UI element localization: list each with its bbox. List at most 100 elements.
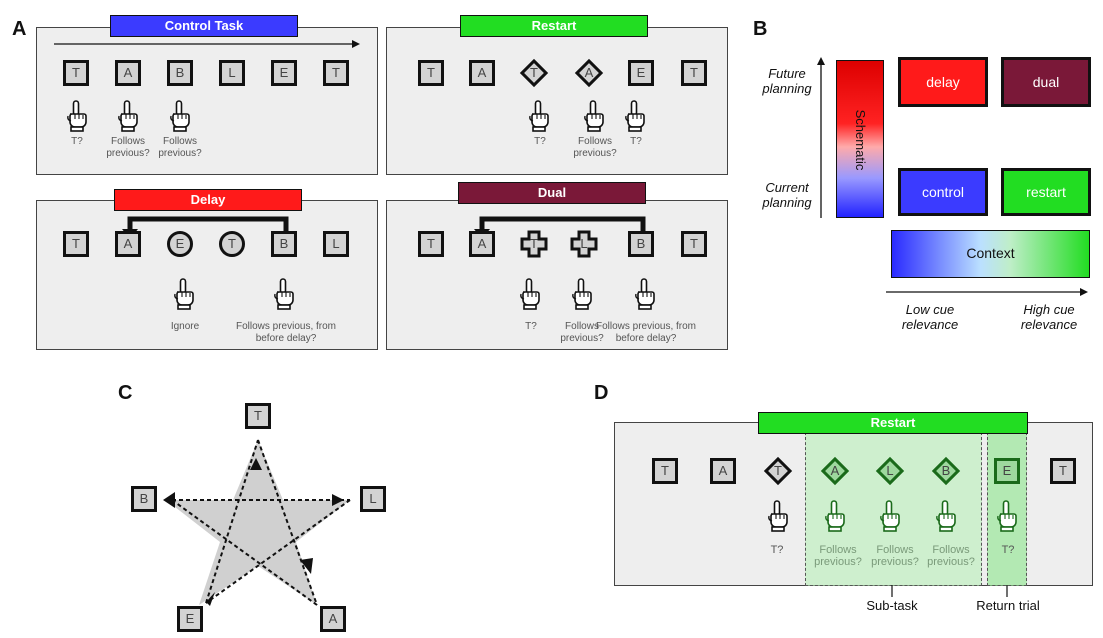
hand-icon — [633, 278, 657, 310]
hand-icon — [168, 100, 192, 132]
restart-diamond-1: T — [519, 58, 549, 88]
cross-label: T — [530, 236, 538, 251]
schematic-gradient-bar — [836, 60, 884, 218]
diamond-label: L — [886, 463, 894, 478]
star-diagram — [163, 439, 351, 606]
star-letter-left: B — [131, 486, 157, 512]
delay-letter-5: B — [271, 231, 297, 257]
x-axis-right-label: High cue relevance — [1020, 302, 1078, 332]
control-letter-3: B — [167, 60, 193, 86]
restart-letter-2: A — [469, 60, 495, 86]
delay-arrow — [122, 216, 289, 239]
delay-letter-1: T — [63, 231, 89, 257]
y-axis-arrow — [817, 57, 825, 218]
y-axis-top-label: Future planning — [762, 66, 812, 96]
dual-arrow — [474, 216, 646, 239]
detail-caption-3: Follows previous? — [871, 544, 919, 568]
dual-banner: Dual — [458, 182, 646, 204]
hand-icon — [65, 100, 89, 132]
detail-letter-7: E — [994, 458, 1020, 484]
control-letter-2: A — [115, 60, 141, 86]
delay-letter-6: L — [323, 231, 349, 257]
hand-icon — [527, 100, 551, 132]
dual-caption-2: Follows previous? — [560, 321, 604, 344]
detail-caption-4: Follows previous? — [927, 544, 975, 568]
context-gradient-bar: Context — [891, 230, 1090, 278]
delay-letter-2: A — [115, 231, 141, 257]
y-axis-bottom-label: Current planning — [762, 180, 812, 210]
diamond-label: T — [774, 463, 782, 478]
star-letter-right: L — [360, 486, 386, 512]
diamond-label: B — [941, 463, 951, 478]
hand-icon — [934, 500, 958, 532]
x-axis-left-label: Low cue relevance — [901, 302, 959, 332]
control-letter-4: L — [219, 60, 245, 86]
dual-cross-2: L — [570, 230, 598, 258]
dual-box — [386, 200, 728, 350]
star-letter-bottom-right: A — [320, 606, 346, 632]
restart-caption-1: T? — [534, 136, 546, 147]
x-axis-arrow — [886, 288, 1088, 296]
dual-letter-2: A — [469, 231, 495, 257]
control-caption-2: Follows previous? — [106, 136, 150, 159]
delay-circle-1: E — [167, 231, 193, 257]
delay-box — [36, 200, 378, 350]
detail-diamond-2: A — [820, 456, 850, 486]
control-task-box — [36, 27, 378, 175]
bracket-ticks — [891, 585, 1008, 597]
return-trial-label: Return trial — [976, 598, 1040, 613]
hand-icon — [272, 278, 296, 310]
diamond-label: T — [530, 65, 538, 80]
dual-letter-1: T — [418, 231, 444, 257]
control-condition-box: control — [898, 168, 988, 216]
hand-icon — [172, 278, 196, 310]
hand-icon — [116, 100, 140, 132]
hand-icon — [570, 278, 594, 310]
control-letter-1: T — [63, 60, 89, 86]
diamond-label: A — [584, 65, 594, 80]
delay-condition-box: delay — [898, 57, 988, 107]
detail-diamond-4: B — [931, 456, 961, 486]
dual-letter-6: T — [681, 231, 707, 257]
hand-icon — [623, 100, 647, 132]
control-task-banner: Control Task — [110, 15, 298, 37]
panel-label-b: B — [753, 18, 768, 40]
restart-letter-5: E — [628, 60, 654, 86]
hand-icon — [582, 100, 606, 132]
delay-banner: Delay — [114, 189, 302, 211]
delay-circle-2: T — [219, 231, 245, 257]
star-letter-top: T — [245, 403, 271, 429]
cross-label: L — [580, 236, 588, 251]
detail-diamond-1: T — [763, 456, 793, 486]
control-caption-1: T? — [71, 136, 83, 147]
dual-caption-3: Follows previous, from before delay? — [595, 321, 697, 344]
restart-letter-1: T — [418, 60, 444, 86]
hand-icon — [878, 500, 902, 532]
dual-cross-1: T — [520, 230, 548, 258]
schematic-label: Schematic — [853, 109, 868, 171]
panel-label-a: A — [12, 18, 27, 40]
diamond-label: A — [830, 463, 840, 478]
detail-diamond-3: L — [875, 456, 905, 486]
delay-caption-1: Ignore — [170, 321, 200, 332]
detail-letter-1: T — [652, 458, 678, 484]
detail-letter-8: T — [1050, 458, 1076, 484]
hand-icon — [518, 278, 542, 310]
hand-icon — [995, 500, 1019, 532]
restart-detail-banner: Restart — [758, 412, 1028, 434]
control-letter-6: T — [323, 60, 349, 86]
dual-condition-box: dual — [1001, 57, 1091, 107]
restart-box — [386, 27, 728, 175]
hand-icon — [823, 500, 847, 532]
time-arrow — [54, 40, 360, 48]
hand-icon — [766, 500, 790, 532]
subtask-label: Sub-task — [866, 598, 918, 613]
restart-diamond-2: A — [574, 58, 604, 88]
detail-caption-5: T? — [1001, 544, 1015, 556]
restart-letter-6: T — [681, 60, 707, 86]
detail-caption-1: T? — [770, 544, 784, 556]
restart-caption-3: T? — [630, 136, 642, 147]
control-caption-3: Follows previous? — [158, 136, 202, 159]
restart-caption-2: Follows previous? — [573, 136, 617, 159]
control-letter-5: E — [271, 60, 297, 86]
